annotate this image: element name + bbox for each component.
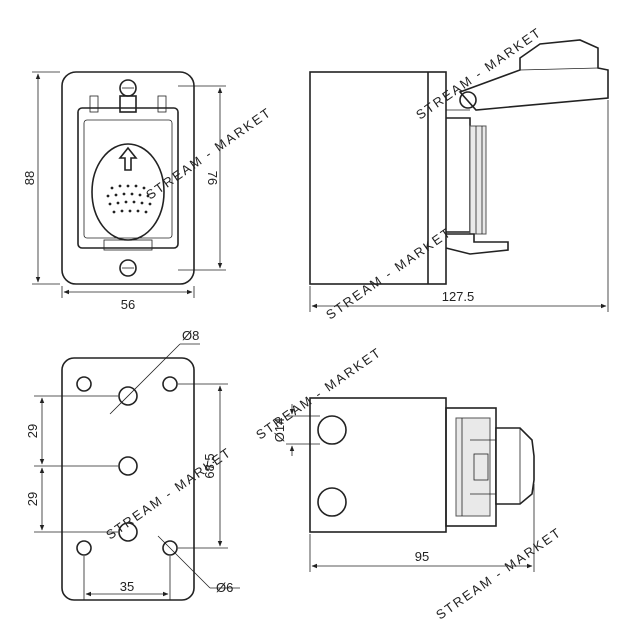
side-socket-body	[469, 125, 487, 235]
arrow-up-icon	[118, 146, 138, 171]
dim-top-hole: Ø14	[272, 418, 287, 443]
back-hole-large	[118, 522, 138, 542]
back-hole-small	[162, 540, 178, 556]
socket-pins	[106, 184, 152, 214]
top-body	[309, 397, 447, 533]
dim-back-pitch-upper: 29	[25, 424, 40, 438]
dim-back-hole-small: Ø6	[216, 580, 233, 595]
front-plate-outline	[61, 71, 195, 285]
back-hole-small	[76, 376, 92, 392]
socket-oval	[91, 143, 165, 241]
top-hole	[317, 415, 347, 445]
side-body	[309, 71, 447, 285]
dim-front-inner-height: 76	[205, 171, 220, 185]
dim-front-width: 56	[121, 297, 135, 312]
side-view: 127.5	[309, 39, 609, 312]
dim-back-width: 35	[120, 579, 134, 594]
side-lid	[458, 39, 609, 111]
dim-side-length: 127.5	[442, 289, 475, 304]
dim-back-pitch-lower: 29	[25, 492, 40, 506]
dim-back-height: 68.5	[202, 453, 217, 478]
front-view: 88 76 56	[22, 71, 226, 312]
back-hole-large	[118, 456, 138, 476]
watermark-text: STREAM - MARKET	[143, 104, 274, 202]
back-hole-small	[162, 376, 178, 392]
watermark-text: STREAM - MARKET	[433, 524, 564, 622]
back-plate-outline	[61, 357, 195, 601]
top-view: Ø14 95	[272, 397, 535, 572]
front-lid	[77, 107, 179, 249]
top-cap	[495, 427, 535, 505]
back-view: Ø8 29 29 68.5 35 Ø6	[25, 328, 240, 601]
dim-back-hole-large: Ø8	[182, 328, 199, 343]
front-screw-bottom	[119, 259, 137, 277]
top-hole	[317, 487, 347, 517]
side-hinge	[459, 91, 477, 109]
dim-top-length: 95	[415, 549, 429, 564]
dim-front-height: 88	[22, 171, 37, 185]
watermark-text: STREAM - MARKET	[413, 24, 544, 122]
watermark-text: STREAM - MARKET	[323, 224, 454, 322]
back-hole-large	[118, 386, 138, 406]
back-hole-small	[76, 540, 92, 556]
